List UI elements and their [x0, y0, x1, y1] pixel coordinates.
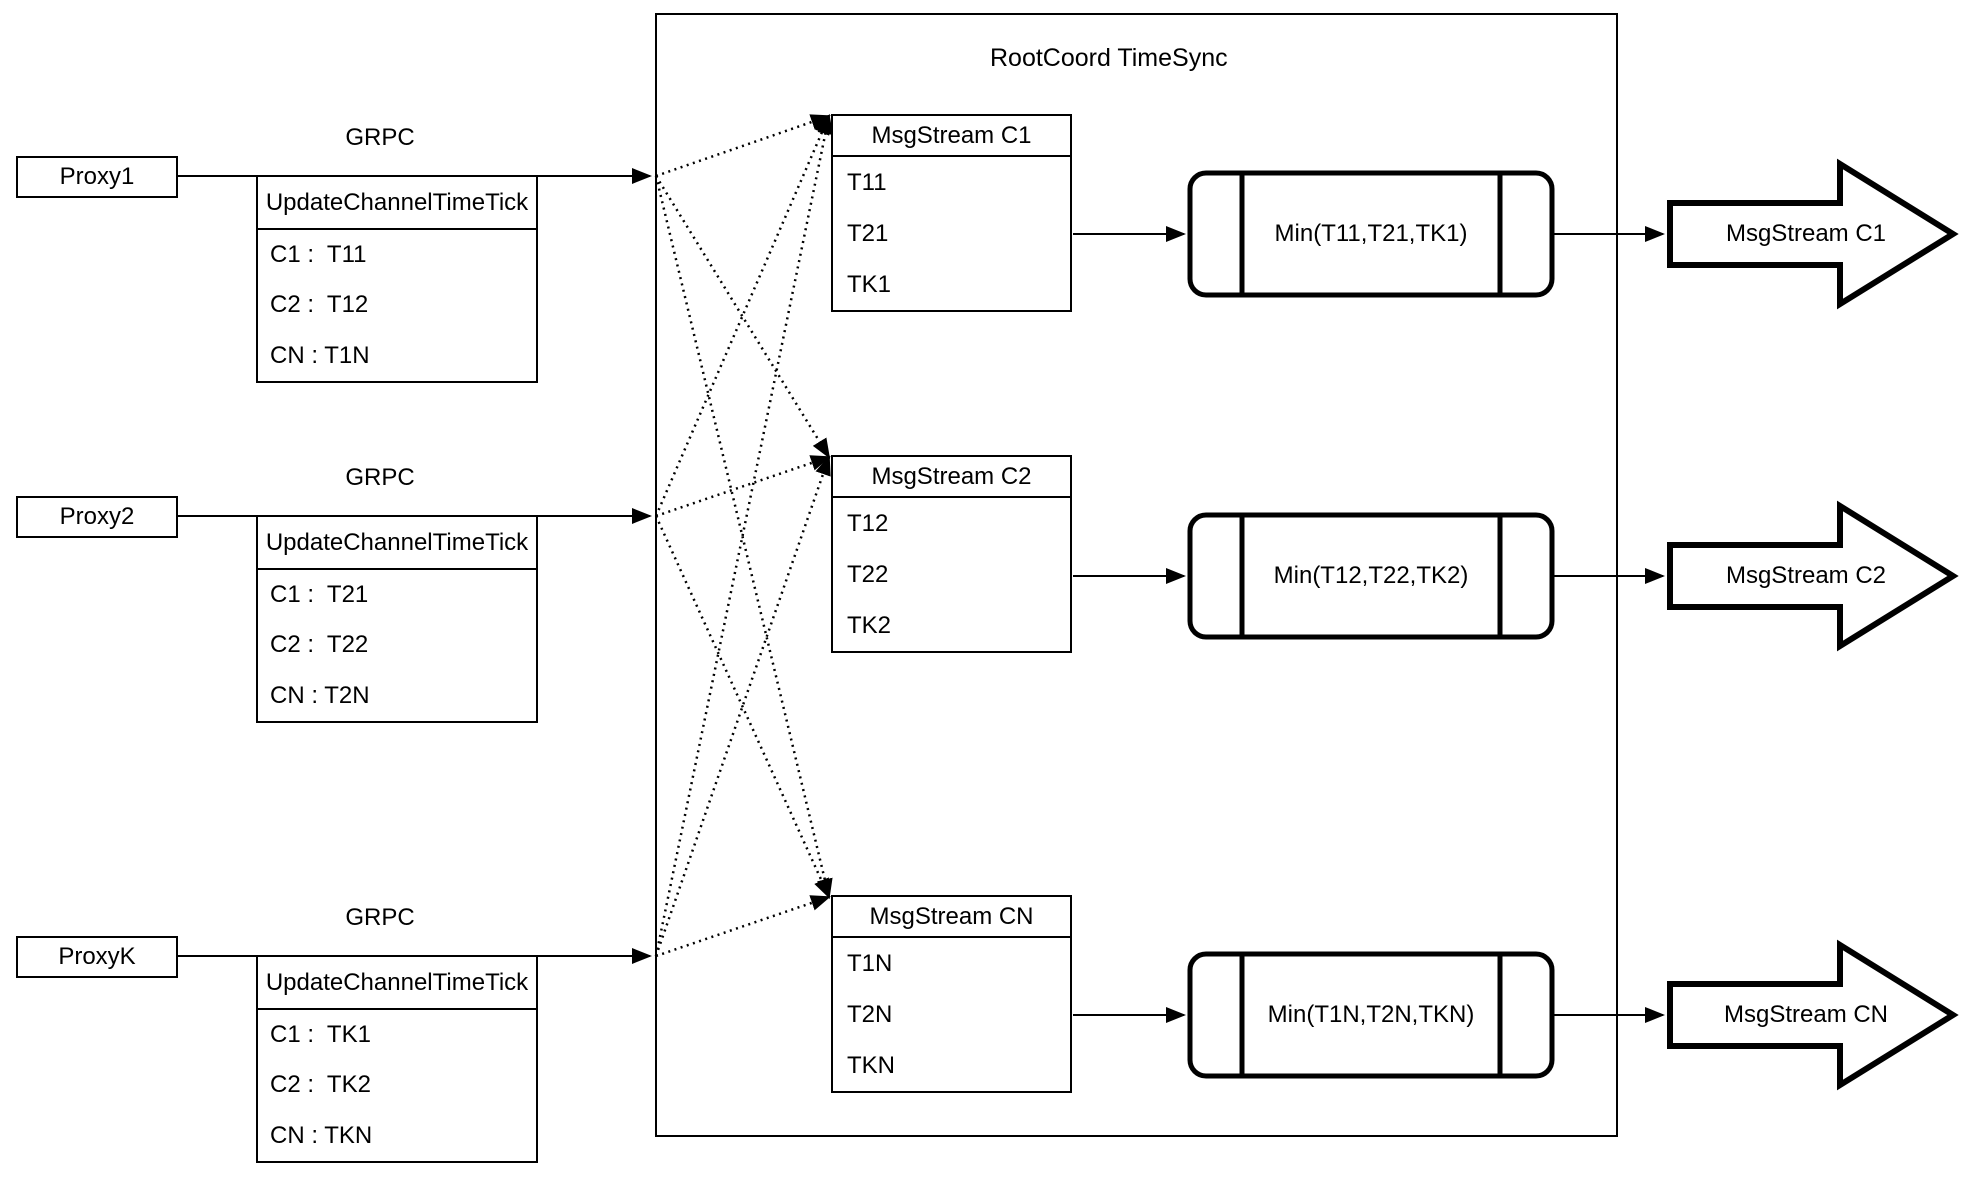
- dotted-arrow-p2-c1: [654, 114, 831, 517]
- dotted-arrow-p1-c1: [655, 114, 831, 178]
- update-table-row: C1 : T21: [270, 581, 369, 609]
- msgstream-table-row: TKN: [847, 1051, 895, 1079]
- msgstream-table-row: TK2: [847, 611, 892, 639]
- update-table-header: UpdateChannelTimeTick: [258, 957, 536, 1010]
- dotted-arrow-p1-cn: [654, 175, 833, 899]
- proxy2-box: Proxy2: [16, 496, 178, 538]
- proxyk-label: ProxyK: [58, 943, 136, 970]
- rootcoord-container-title: RootCoord TimeSync: [990, 44, 1228, 72]
- msgstream-c2-table: MsgStream C2 T12 T22 TK2: [831, 455, 1072, 653]
- msgstream-table-header: MsgStream CN: [833, 897, 1070, 938]
- min-stage-shape-c2: [1187, 512, 1555, 640]
- proxyk-box: ProxyK: [16, 936, 178, 978]
- output-arrow-label-c2: MsgStream C2: [1725, 562, 1887, 589]
- dotted-arrow-p1-c2: [654, 175, 831, 459]
- msgstream-table-row: T11: [847, 168, 887, 196]
- dotted-arrow-pk-c1: [654, 114, 834, 957]
- output-arrow-label-c1: MsgStream C1: [1725, 220, 1887, 247]
- grpc-label-row1: GRPC: [345, 124, 415, 151]
- update-table-row: CN : T2N: [270, 681, 370, 709]
- dotted-arrow-p2-c2: [655, 455, 831, 518]
- grpc-label-row3: GRPC: [345, 904, 415, 931]
- grpc-label-row2: GRPC: [345, 464, 415, 491]
- msgstream-cn-table: MsgStream CN T1N T2N TKN: [831, 895, 1072, 1093]
- dotted-arrow-pk-cn: [655, 895, 831, 958]
- output-block-arrow-cn: [1667, 939, 1959, 1091]
- proxy1-label: Proxy1: [59, 163, 135, 190]
- min-stage-label-c2: Min(T12,T22,TK2): [1273, 562, 1469, 589]
- dotted-arrow-p2-cn: [654, 515, 831, 899]
- output-block-arrow-c2: [1667, 500, 1959, 652]
- proxy1-box: Proxy1: [16, 156, 178, 198]
- msgstream-table-row: T21: [847, 219, 889, 247]
- msgstream-table-row: T22: [847, 560, 889, 588]
- update-timetick-table-proxy2: UpdateChannelTimeTick C1 : T21 C2 : T22 …: [256, 515, 538, 723]
- msgstream-table-header: MsgStream C2: [833, 457, 1070, 498]
- msgstream-table-header: MsgStream C1: [833, 116, 1070, 157]
- msgstream-table-row: T1N: [847, 949, 893, 977]
- msgstream-table-row: TK1: [847, 270, 892, 298]
- msgstream-c1-table: MsgStream C1 T11 T21 TK1: [831, 114, 1072, 312]
- update-table-row: C2 : T12: [270, 291, 369, 319]
- update-table-row: CN : TKN: [270, 1121, 373, 1149]
- min-stage-shape-cn: [1187, 951, 1555, 1079]
- dotted-dispatch-arrows: [654, 114, 834, 958]
- update-table-row: C1 : T11: [270, 241, 367, 269]
- update-table-header: UpdateChannelTimeTick: [258, 177, 536, 230]
- msgstream-table-row: T2N: [847, 1000, 893, 1028]
- update-timetick-table-proxy1: UpdateChannelTimeTick C1 : T11 C2 : T12 …: [256, 175, 538, 383]
- output-arrow-label-cn: MsgStream CN: [1723, 1001, 1889, 1028]
- output-block-arrow-c1: [1667, 158, 1959, 310]
- min-stage-shape-c1: [1187, 170, 1555, 298]
- update-table-row: C2 : T22: [270, 631, 369, 659]
- update-table-row: C2 : TK2: [270, 1071, 371, 1099]
- msgstream-table-row: T12: [847, 509, 889, 537]
- update-timetick-table-proxyk: UpdateChannelTimeTick C1 : TK1 C2 : TK2 …: [256, 955, 538, 1163]
- update-table-header: UpdateChannelTimeTick: [258, 517, 536, 570]
- min-stage-label-cn: Min(T1N,T2N,TKN): [1267, 1001, 1475, 1028]
- min-stage-label-c1: Min(T11,T21,TK1): [1274, 220, 1468, 247]
- update-table-row: C1 : TK1: [270, 1021, 371, 1049]
- proxy2-label: Proxy2: [59, 503, 135, 530]
- update-table-row: CN : T1N: [270, 341, 370, 369]
